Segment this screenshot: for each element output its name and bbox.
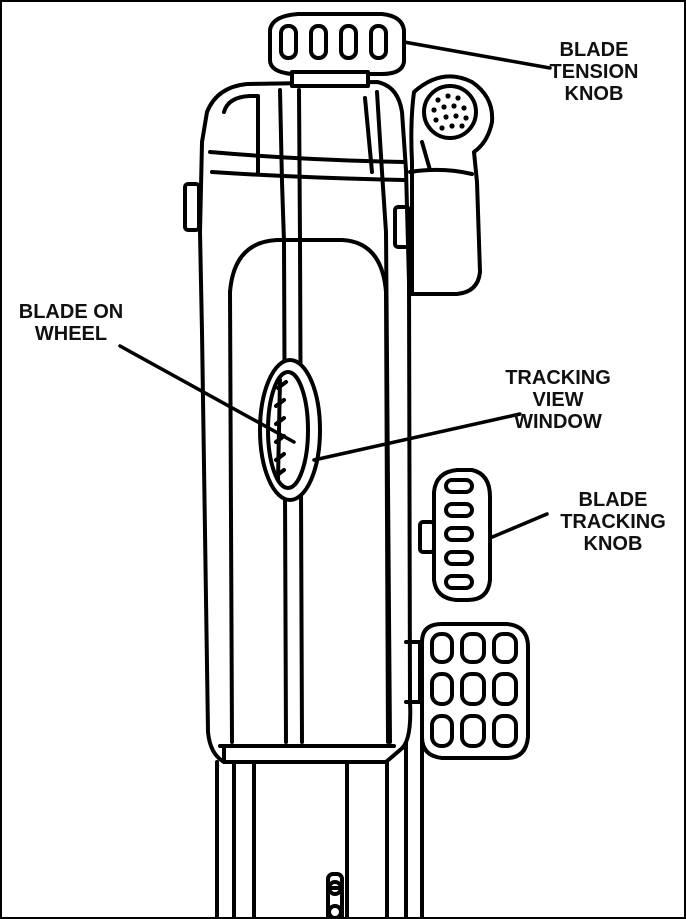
lower-column <box>215 730 424 917</box>
lower-adjustment-knob-shape <box>420 622 530 760</box>
label-line: VIEW <box>532 389 584 411</box>
leader-blade-tracking-knob <box>488 512 549 540</box>
blade-tension-knob-shape <box>268 12 406 88</box>
label-line: TENSION <box>549 61 639 83</box>
label-line: WHEEL <box>34 323 108 345</box>
label-line: BLADE <box>559 39 629 61</box>
leader-blade-tension-knob <box>402 40 552 70</box>
label-line: TRACKING <box>560 511 666 533</box>
label-line: BLADE <box>578 489 648 511</box>
label-line: TRACKING <box>505 367 611 389</box>
tracking-view-window-shape <box>258 358 322 502</box>
label-line: KNOB <box>564 83 624 105</box>
leader-lines <box>118 40 552 540</box>
label-blade-on-wheel: BLADE ON WHEEL <box>6 301 136 345</box>
blade-tracking-knob-shape <box>418 468 492 602</box>
label-tracking-view-window: TRACKING VIEW WINDOW <box>496 367 620 433</box>
label-line: BLADE ON <box>18 301 124 323</box>
leader-tracking-view-window <box>312 412 522 462</box>
label-blade-tracking-knob: BLADE TRACKING KNOB <box>548 489 678 555</box>
leader-blade-on-wheel <box>118 344 296 444</box>
tension-lever-shape <box>408 74 495 296</box>
label-blade-tension-knob: BLADE TENSION KNOB <box>539 39 649 105</box>
label-line: WINDOW <box>514 411 602 433</box>
lower-bolt <box>326 872 344 917</box>
label-line: KNOB <box>583 533 643 555</box>
